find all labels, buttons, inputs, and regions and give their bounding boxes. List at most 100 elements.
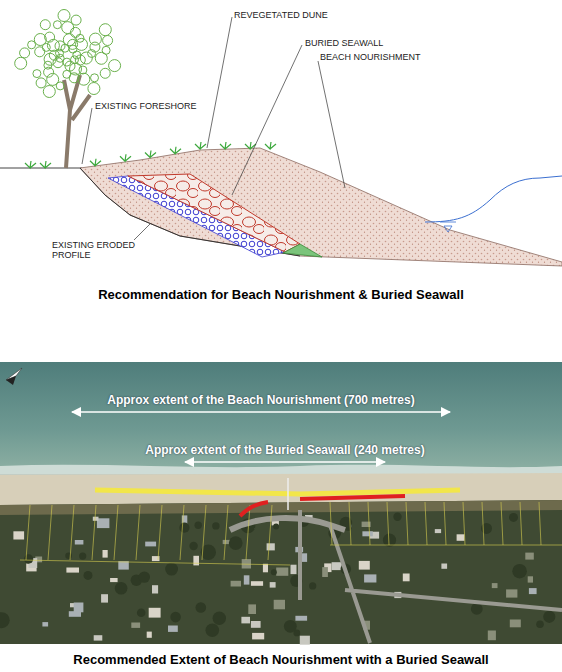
house-roof	[492, 583, 498, 588]
house-roof	[251, 621, 261, 628]
house-roof	[252, 633, 264, 640]
tree-foliage	[53, 21, 61, 29]
tree-canopy	[139, 571, 150, 582]
house-roof	[441, 564, 447, 569]
lot-boundary	[180, 505, 184, 560]
tree-foliage	[71, 15, 81, 25]
grass-tuft	[245, 142, 256, 149]
house-roof	[488, 631, 496, 641]
tree-foliage	[70, 27, 80, 37]
tree-canopy	[512, 564, 527, 579]
tree-foliage	[61, 44, 69, 52]
tree-canopy	[196, 602, 207, 613]
leader-label: EXISTING FORESHORE	[95, 101, 197, 111]
tree-foliage	[80, 52, 92, 64]
house-roof	[510, 620, 521, 628]
lot-boundary	[349, 502, 351, 545]
leader-label: BURIED SEAWALL	[305, 38, 383, 48]
tree-canopy	[165, 563, 178, 576]
house-roof	[276, 568, 288, 576]
tree-foliage	[35, 47, 45, 57]
lot-boundary	[406, 502, 408, 545]
house-roof	[42, 622, 48, 626]
house-roof	[291, 565, 297, 574]
tree-foliage	[71, 56, 79, 64]
grass-tuft	[145, 151, 156, 158]
house-roof	[274, 600, 285, 610]
extent-label: Approx extent of the Buried Seawall (240…	[145, 443, 424, 457]
house-roof	[131, 623, 140, 628]
house-roof	[263, 564, 268, 573]
house-roof	[295, 616, 307, 621]
tree-foliage	[100, 68, 110, 78]
grass-tuft	[170, 147, 181, 154]
house-roof	[525, 553, 534, 560]
house-roof	[147, 632, 152, 638]
house-roof	[101, 594, 108, 602]
tree-canopy	[179, 523, 189, 533]
house-roof	[457, 534, 465, 541]
tree-canopy	[481, 523, 492, 534]
house-roof	[364, 574, 376, 582]
tree-foliage	[40, 20, 50, 30]
lot-boundary	[463, 502, 465, 545]
tree-canopy	[195, 522, 202, 529]
tree-canopy	[212, 522, 219, 529]
lot-boundary	[387, 502, 389, 545]
tree-canopy	[0, 612, 10, 628]
grass-tuft	[220, 142, 231, 149]
tree-foliage	[56, 49, 64, 57]
lot-boundary	[20, 560, 290, 565]
lot-boundary	[330, 545, 562, 546]
tree-foliage	[33, 70, 41, 78]
house-roof	[13, 531, 24, 539]
leader-label: REVEGETATED DUNE	[234, 10, 328, 20]
tree-foliage	[78, 73, 90, 85]
tree-foliage	[91, 74, 99, 82]
house-roof	[231, 581, 241, 587]
lot-boundary	[368, 502, 370, 545]
house-roof	[241, 617, 250, 624]
house-roof	[528, 576, 533, 582]
lot-boundary	[202, 505, 206, 560]
house-roof	[168, 626, 178, 632]
tree-foliage	[99, 24, 111, 36]
lot-boundary	[246, 505, 250, 560]
house-roof	[118, 561, 129, 569]
lot-boundary	[444, 502, 446, 545]
tree-canopy	[84, 571, 93, 580]
house-roof	[75, 540, 84, 545]
tree-canopy	[65, 552, 72, 559]
lot-boundary	[330, 502, 332, 545]
tree-foliage	[20, 48, 30, 58]
house-roof	[362, 531, 372, 536]
house-roof	[149, 608, 161, 618]
house-roof	[506, 589, 517, 597]
house-roof	[110, 578, 118, 582]
house-roof	[145, 542, 156, 547]
lot-boundary	[158, 505, 162, 560]
grass-tuft	[40, 161, 51, 168]
lot-boundary	[501, 502, 503, 545]
house-roof	[93, 517, 99, 521]
tree-canopy	[189, 542, 197, 550]
lot-boundary	[539, 502, 541, 545]
lot-boundary	[114, 505, 118, 560]
house-roof	[242, 559, 251, 568]
tree-canopy	[24, 554, 33, 563]
tree-foliage	[36, 78, 46, 88]
tree-foliage	[58, 10, 70, 22]
house-roof	[74, 603, 84, 613]
leader-label: BEACH NOURISHMENT	[320, 52, 421, 62]
lot-boundary	[48, 505, 52, 560]
tree-canopy	[170, 612, 181, 623]
tree-canopy	[206, 624, 220, 638]
house-roof	[97, 518, 110, 528]
tree-foliage	[43, 86, 55, 98]
leader-label: EXISTING ERODED PROFILE	[52, 240, 136, 260]
house-roof	[300, 636, 310, 645]
tree-canopy	[536, 621, 544, 629]
house-roof	[403, 574, 410, 582]
figure-caption: Recommendation for Beach Nourishment & B…	[98, 287, 464, 302]
